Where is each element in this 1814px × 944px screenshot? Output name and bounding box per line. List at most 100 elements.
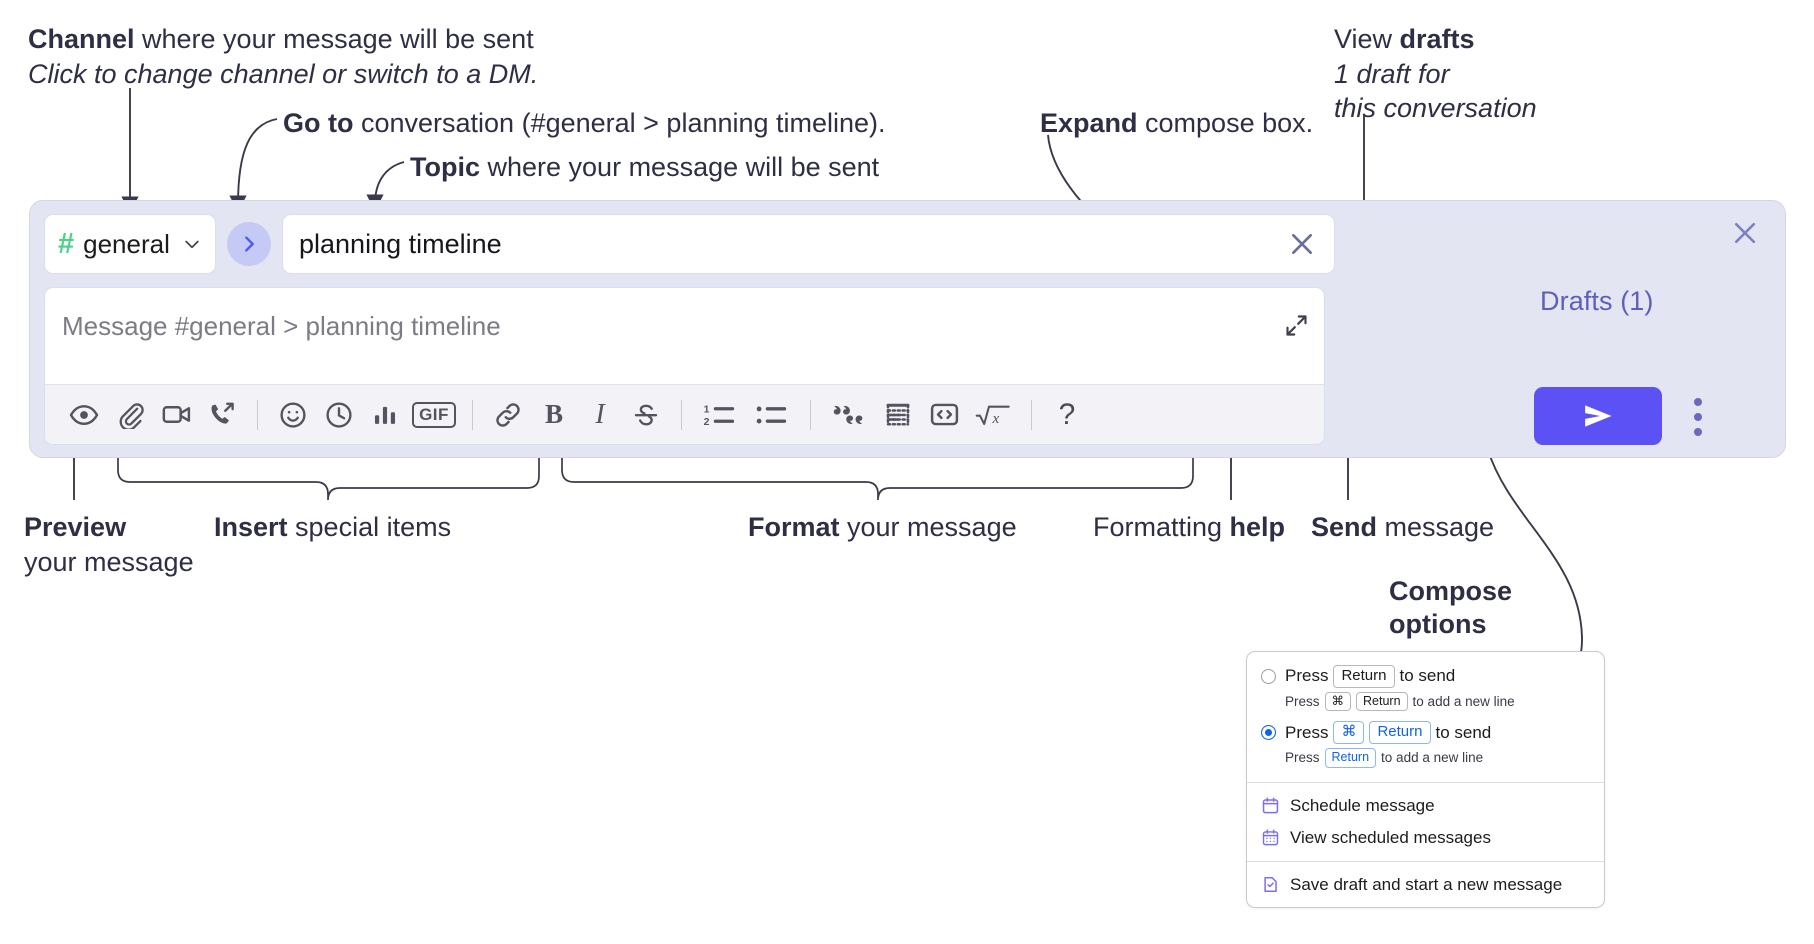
- key-command: ⌘: [1333, 721, 1365, 745]
- annotation-expand-bold: Expand: [1040, 108, 1138, 138]
- key-command: ⌘: [1324, 691, 1352, 712]
- topic-input[interactable]: planning timeline: [282, 214, 1335, 274]
- sub-post: to add a new line: [1412, 694, 1515, 710]
- strikethrough-icon[interactable]: [623, 392, 669, 438]
- annotation-compose-bold1: Compose: [1389, 576, 1513, 606]
- annotation-drafts-italic1: 1 draft for: [1334, 58, 1450, 89]
- menu-item-label: Schedule message: [1290, 795, 1435, 815]
- goto-conversation-button[interactable]: [227, 222, 271, 266]
- menu-divider: [1247, 781, 1604, 783]
- send-arrow-icon: [1585, 405, 1612, 427]
- calendar-grid-icon: [1261, 828, 1280, 847]
- italic-label: I: [595, 398, 605, 430]
- calendar-icon: [1261, 796, 1280, 815]
- bulleted-list-icon[interactable]: [746, 392, 798, 438]
- annotation-channel-rest: where your message will be sent: [134, 24, 534, 54]
- annotation-topic-bold: Topic: [410, 152, 480, 182]
- kebab-dot: [1694, 398, 1702, 406]
- link-icon[interactable]: [485, 392, 531, 438]
- menu-item-save-draft-new-message[interactable]: Save draft and start a new message: [1247, 869, 1604, 901]
- annotation-channel-bold: Channel: [28, 24, 135, 54]
- annotation-preview: Preview your message: [24, 510, 194, 579]
- menu-option-cmd-return-to-send[interactable]: Press ⌘ Return to send: [1247, 718, 1604, 745]
- annotation-goto: Go to conversation (#general > planning …: [283, 106, 886, 141]
- annotation-preview-rest: your message: [24, 546, 194, 577]
- sub-pre: Press: [1285, 694, 1320, 710]
- toolbar-separator: [1031, 399, 1032, 430]
- drafts-link[interactable]: Drafts (1): [1540, 286, 1654, 316]
- gif-icon[interactable]: GIF: [408, 392, 460, 438]
- attachment-icon[interactable]: [107, 392, 153, 438]
- video-icon[interactable]: [153, 392, 199, 438]
- option-cmd-return-subtext: Press Return to add a new line: [1247, 744, 1604, 775]
- annotation-goto-bold: Go to: [283, 108, 354, 138]
- radio-unselected-icon[interactable]: [1261, 669, 1276, 684]
- bold-label: B: [544, 399, 563, 429]
- annotation-compose-bold2: options: [1389, 608, 1487, 639]
- help-icon[interactable]: ?: [1044, 392, 1090, 438]
- blockquote-icon[interactable]: [823, 392, 875, 438]
- expand-icon[interactable]: [1283, 312, 1310, 344]
- channel-selector[interactable]: # general: [44, 214, 216, 274]
- menu-item-label: View scheduled messages: [1290, 827, 1491, 847]
- annotation-format-rest: your message: [839, 512, 1017, 542]
- sub-pre: Press: [1285, 750, 1320, 766]
- compose-options-button[interactable]: [1685, 389, 1711, 445]
- toolbar-separator: [472, 399, 473, 430]
- menu-item-label: Save draft and start a new message: [1290, 874, 1563, 894]
- send-button[interactable]: [1534, 387, 1662, 445]
- option-cmd-post: to send: [1435, 722, 1492, 742]
- preview-icon[interactable]: [61, 392, 107, 438]
- annotation-insert-rest: special items: [287, 512, 452, 542]
- annotation-expand-rest: compose box.: [1137, 108, 1314, 138]
- italic-icon[interactable]: I: [577, 392, 623, 438]
- annotation-send: Send message: [1311, 510, 1494, 545]
- key-return: Return: [1369, 721, 1431, 745]
- bold-icon[interactable]: B: [531, 392, 577, 438]
- inline-code-icon[interactable]: [921, 392, 967, 438]
- svg-text:x: x: [992, 410, 1000, 427]
- annotation-help-bold: help: [1229, 512, 1286, 542]
- option-return-subtext: Press ⌘ Return to add a new line: [1247, 688, 1604, 719]
- annotation-format: Format your message: [748, 510, 1017, 545]
- clear-topic-icon[interactable]: [1286, 228, 1318, 260]
- menu-item-view-scheduled-messages[interactable]: View scheduled messages: [1247, 822, 1604, 854]
- audio-call-icon[interactable]: [199, 392, 245, 438]
- annotation-insert-bold: Insert: [214, 512, 288, 542]
- clock-icon[interactable]: [316, 392, 362, 438]
- key-return: Return: [1356, 691, 1408, 712]
- key-return: Return: [1324, 748, 1377, 768]
- emoji-icon[interactable]: [270, 392, 316, 438]
- radio-selected-icon[interactable]: [1261, 725, 1276, 741]
- option-return-post: to send: [1399, 666, 1456, 686]
- annotation-help-plain: Formatting: [1093, 512, 1230, 542]
- option-return-line: Press Return to send: [1285, 665, 1455, 688]
- annotation-send-bold: Send: [1311, 512, 1378, 542]
- toolbar-separator: [681, 399, 682, 430]
- menu-option-return-to-send[interactable]: Press Return to send: [1247, 662, 1604, 688]
- annotation-goto-rest: conversation (#general > planning timeli…: [353, 108, 886, 138]
- ordered-list-icon[interactable]: 1 2: [694, 392, 746, 438]
- close-icon[interactable]: [1727, 215, 1763, 251]
- kebab-dot: [1694, 413, 1702, 421]
- svg-text:1: 1: [704, 404, 710, 415]
- math-icon[interactable]: x: [967, 392, 1019, 438]
- formatting-toolbar: GIF B I: [45, 384, 1324, 444]
- annotation-drafts-plain: View: [1334, 24, 1400, 54]
- key-return: Return: [1333, 665, 1395, 688]
- menu-item-schedule-message[interactable]: Schedule message: [1247, 790, 1604, 822]
- annotation-drafts: View drafts 1 draft for this conversatio…: [1334, 22, 1537, 126]
- message-input[interactable]: Message #general > planning timeline: [62, 311, 501, 341]
- chevron-down-icon: [182, 234, 202, 254]
- code-block-icon[interactable]: [875, 392, 921, 438]
- annotation-topic: Topic where your message will be sent: [410, 150, 879, 185]
- poll-icon[interactable]: [362, 392, 408, 438]
- compose-panel: # general planning timeline Message #gen…: [29, 200, 1786, 458]
- annotation-preview-bold: Preview: [24, 512, 127, 542]
- option-cmd-return-line: Press ⌘ Return to send: [1285, 721, 1492, 745]
- topic-value: planning timeline: [299, 228, 502, 259]
- toolbar-separator: [810, 399, 811, 430]
- annotation-topic-rest: where your message will be sent: [480, 152, 880, 182]
- annotation-drafts-bold: drafts: [1399, 24, 1475, 54]
